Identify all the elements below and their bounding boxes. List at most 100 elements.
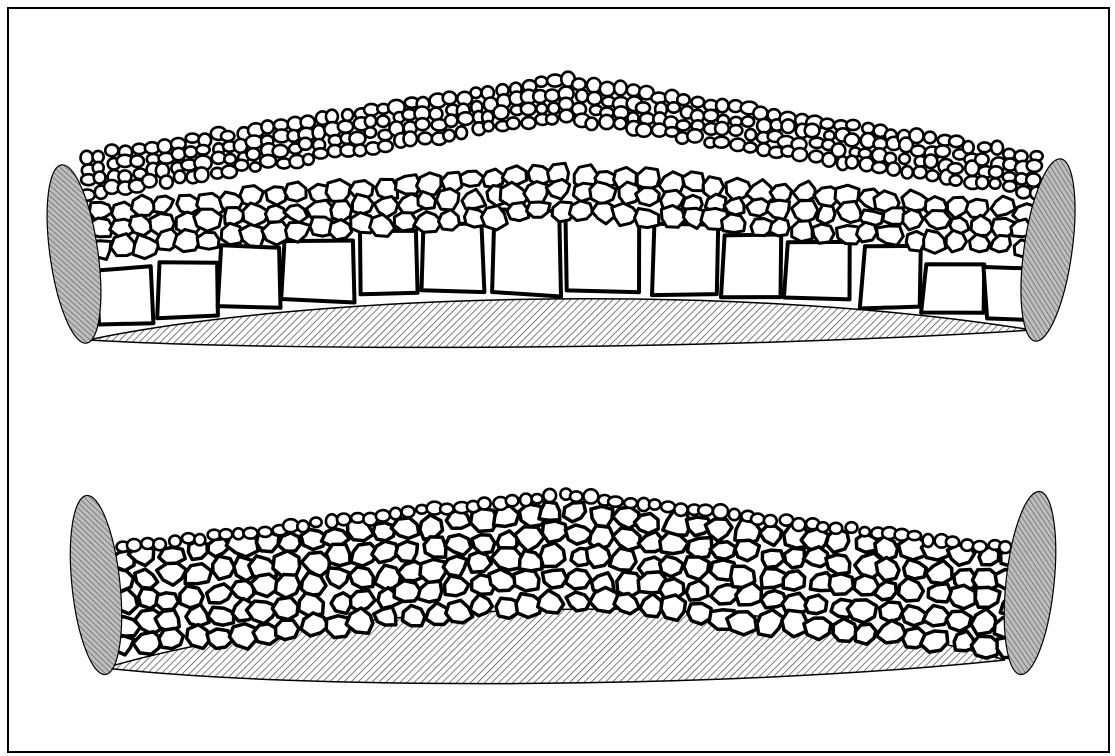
small-stone: [976, 176, 988, 189]
small-stone: [570, 491, 583, 501]
medium-stone: [722, 214, 746, 233]
small-stone: [935, 145, 950, 157]
medium-stone: [374, 196, 398, 217]
mixed-stone: [566, 592, 590, 611]
small-stone: [989, 166, 1003, 178]
small-stone: [991, 141, 1003, 155]
small-stone: [661, 502, 675, 513]
mixed-stone: [156, 593, 178, 610]
small-stone: [614, 81, 627, 96]
medium-stone: [636, 188, 660, 206]
small-stone: [172, 148, 185, 160]
small-stone: [378, 141, 393, 152]
small-stone: [402, 506, 415, 517]
small-stone: [817, 522, 828, 532]
small-stone: [169, 536, 181, 547]
large-block-stone: [721, 235, 781, 298]
small-stone: [975, 154, 988, 166]
small-stone: [546, 114, 558, 124]
small-stone: [186, 134, 199, 143]
small-stone: [1016, 186, 1030, 198]
small-stone: [636, 102, 650, 113]
small-stone: [337, 514, 350, 526]
mixed-stone: [135, 569, 158, 588]
medium-stone: [857, 222, 878, 242]
mixed-stone: [519, 551, 542, 571]
small-stone: [520, 494, 532, 507]
mixed-stone: [133, 632, 162, 655]
small-stone: [692, 97, 705, 107]
mixed-stone: [923, 605, 950, 625]
small-stone: [860, 527, 870, 536]
medium-stone: [266, 187, 287, 205]
mixed-stone: [540, 543, 565, 567]
mixed-stone: [472, 535, 495, 554]
small-stone: [716, 99, 728, 112]
mixed-stone: [391, 518, 419, 539]
medium-stone: [946, 230, 967, 252]
small-stone: [548, 103, 559, 114]
large-block-stone: [157, 262, 218, 318]
small-stone: [196, 145, 209, 155]
mixed-stone: [542, 570, 566, 588]
small-stone: [478, 498, 491, 510]
medium-stone: [462, 189, 486, 208]
small-stone: [887, 162, 900, 175]
small-stone: [127, 539, 141, 551]
medium-stone: [370, 214, 395, 236]
small-stone: [390, 508, 401, 520]
mixed-stone: [902, 606, 926, 626]
small-stone: [649, 499, 660, 509]
medium-stone: [460, 171, 484, 186]
small-stone: [94, 172, 106, 184]
mixed-stone: [762, 550, 784, 568]
mixed-stone: [424, 537, 446, 557]
mixed-stone: [542, 521, 567, 542]
small-stone: [729, 509, 740, 520]
small-stone: [258, 527, 271, 537]
bottom-left-abutment: [63, 493, 130, 677]
mixed-stone: [331, 593, 351, 614]
small-stone: [415, 118, 429, 130]
mixed-stone: [661, 595, 686, 620]
mixed-stone: [185, 564, 211, 584]
small-stone: [445, 115, 457, 127]
small-stone: [494, 106, 509, 120]
small-stone: [532, 494, 543, 503]
small-stone: [273, 145, 288, 157]
small-stone: [235, 160, 248, 171]
mixed-stone: [804, 618, 831, 640]
medium-stone: [637, 168, 659, 190]
mixed-stone: [686, 581, 707, 601]
large-block-stone: [360, 231, 418, 294]
small-stone: [221, 131, 234, 141]
small-stone: [182, 533, 195, 543]
small-stone: [365, 127, 377, 137]
medium-stone: [793, 181, 815, 200]
small-stone: [365, 115, 376, 127]
mixed-stone: [971, 609, 996, 634]
small-stone: [184, 146, 197, 157]
medium-stone: [417, 173, 441, 195]
small-stone: [902, 166, 913, 178]
small-stone: [458, 112, 473, 125]
mixed-stone: [402, 605, 425, 625]
small-stone: [243, 528, 257, 539]
small-stone: [224, 154, 236, 164]
mixed-stone: [684, 557, 709, 580]
mixed-stone: [444, 576, 468, 596]
small-stone: [744, 143, 757, 153]
small-stone: [160, 176, 173, 189]
mixed-stone: [446, 600, 473, 623]
small-stone: [456, 126, 467, 139]
mixed-stone: [921, 631, 948, 652]
small-stone: [948, 163, 963, 174]
small-stone: [131, 155, 144, 167]
small-stone: [260, 155, 276, 168]
small-stone: [600, 82, 615, 96]
small-stone: [142, 174, 156, 187]
small-stone: [313, 125, 325, 140]
mixed-stone: [213, 556, 235, 579]
small-stone: [313, 148, 327, 158]
small-stone: [250, 162, 261, 171]
